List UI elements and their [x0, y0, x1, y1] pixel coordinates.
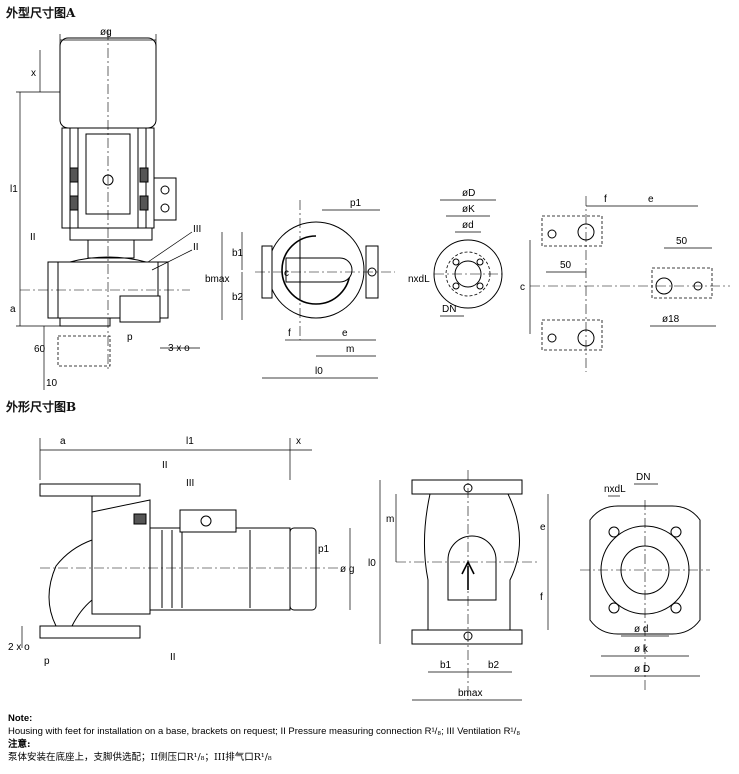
dim-m: m: [346, 344, 354, 355]
dim-f-plan: f: [604, 194, 607, 205]
dim-50-foot: 50: [676, 236, 688, 247]
dim-m-b: m: [386, 514, 394, 525]
dim-bmax-b: bmax: [458, 688, 482, 699]
dim-bmax: bmax: [205, 274, 229, 285]
dim-f: f: [288, 328, 291, 339]
drawing-b-front-view: l0 m e f b1 b2 bmax: [368, 470, 549, 701]
drawing-a-foot-plan: c f e 50 50 ø18: [520, 194, 730, 372]
dim-c-plan: c: [520, 282, 525, 293]
label-II-left: II: [30, 232, 36, 243]
pump-casing-b: [48, 495, 93, 627]
dim-10: 10: [46, 378, 58, 389]
dim-p1: p1: [350, 198, 362, 209]
dim-e: e: [342, 328, 348, 339]
drawing-a-front-view: p1 b1 b2 bmax c f e m l0: [205, 198, 395, 379]
note-text-zh: 泵体安装在底座上，支脚供选配；II侧压口R¹/₈；III排气口R¹/₈: [8, 752, 272, 763]
label-II-right: II: [193, 242, 199, 253]
label-II-b: II: [162, 460, 168, 471]
dim-b1-b: b1: [440, 660, 452, 671]
label-III-b: III: [186, 478, 194, 489]
dim-x: x: [31, 68, 36, 79]
dim-g: øg: [100, 27, 112, 38]
dim-l1: l1: [10, 184, 18, 195]
dim-b2: b2: [232, 292, 244, 303]
dim-d: ød: [462, 220, 474, 231]
dim-b1: b1: [232, 248, 244, 259]
dim-c: c: [284, 268, 289, 279]
dim-3xo: 3 x o: [168, 343, 190, 354]
dim-60: 60: [34, 344, 46, 355]
terminal-box-b: [179, 509, 237, 533]
top-flange: [39, 483, 141, 497]
heading-drawing-a: 外型尺寸图A: [6, 6, 76, 20]
dim-p: p: [127, 332, 133, 343]
dim-50-plan: 50: [560, 260, 572, 271]
motor-b: [149, 527, 291, 611]
label-II-b-low: II: [170, 652, 176, 663]
base-block: [57, 335, 111, 367]
note-text-en: Housing with feet for installation on a …: [8, 726, 521, 737]
dim-d18: ø18: [662, 314, 680, 325]
dim-a: a: [10, 304, 16, 315]
dim-nxdl-b: nxdL: [604, 484, 626, 495]
notes-block: Note: Housing with feet for installation…: [8, 712, 733, 764]
dim-2xo: 2 x o: [8, 642, 30, 653]
dim-l0: l0: [315, 366, 323, 377]
drawing-a-flange-view: øD øK ød nxdL DN: [408, 188, 503, 317]
dim-p1-b: p1: [318, 544, 330, 555]
terminal-box: [153, 177, 177, 221]
note-title-zh: 注意:: [8, 739, 31, 750]
dim-e-plan: e: [648, 194, 654, 205]
dim-D-b: ø D: [634, 664, 650, 675]
dim-DN: DN: [442, 304, 456, 315]
dim-k-b: ø k: [634, 644, 649, 655]
dim-K: øK: [462, 204, 475, 215]
label-III: III: [193, 224, 201, 235]
drawing-b-flange-view: DN nxdL ø d ø k ø D: [580, 472, 710, 690]
note-title: Note:: [8, 713, 33, 724]
dim-d-b: ø d: [634, 624, 648, 635]
dim-b2-b: b2: [488, 660, 500, 671]
dim-l1-b: l1: [186, 436, 194, 447]
bottom-flange: [39, 625, 141, 639]
fan-cover-b: [289, 527, 317, 611]
dim-D: øD: [462, 188, 475, 199]
dim-l0-b: l0: [368, 558, 376, 569]
dim-p-b: p: [44, 656, 50, 667]
drawing-a-side-view: øg x l1 a 60 10 II III II p 3 x o: [10, 27, 201, 390]
dim-x-b: x: [296, 436, 301, 447]
heading-drawing-b: 外形尺寸图B: [6, 400, 77, 414]
dim-g-b: ø g: [340, 564, 354, 575]
dim-DN-b: DN: [636, 472, 650, 483]
dim-e-b: e: [540, 522, 546, 533]
dim-nxdl: nxdL: [408, 274, 430, 285]
dim-f-b: f: [540, 592, 543, 603]
dim-a-b: a: [60, 436, 66, 447]
drawing-b-side-view: a l1 x II III II p1 ø g 2 x o p: [8, 436, 354, 667]
